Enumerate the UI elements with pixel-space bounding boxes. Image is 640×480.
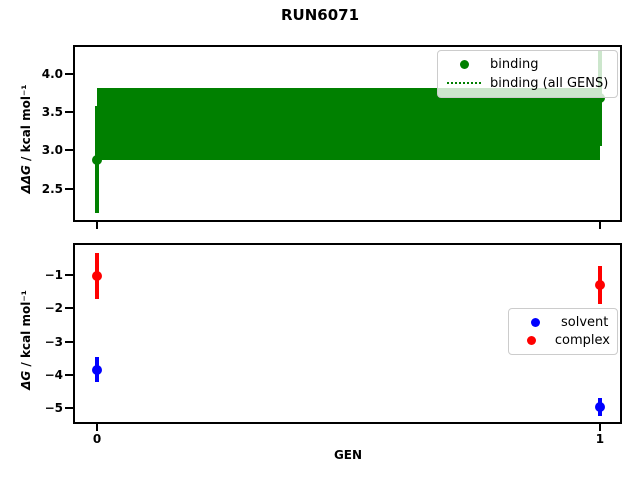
bottom-y-axis-label: ΔG / kcal mol⁻¹ <box>19 290 33 390</box>
legend-entry-binding: binding <box>445 57 610 72</box>
legend-solvent-complex: solvent complex <box>508 308 618 355</box>
top-ylabel-units: / kcal mol⁻¹ <box>19 84 33 166</box>
y-tick <box>65 406 73 409</box>
legend-handle <box>516 336 548 345</box>
y-tick-label: 4.0 <box>41 66 63 81</box>
x-tick <box>598 222 601 229</box>
y-tick <box>65 307 73 310</box>
y-tick <box>65 373 73 376</box>
y-tick <box>65 340 73 343</box>
legend-label-complex: complex <box>554 333 610 348</box>
top-y-axis-label: ΔΔG / kcal mol⁻¹ <box>19 84 33 193</box>
bottom-ylabel-symbol: ΔG <box>19 370 33 390</box>
binding-all-gens-error-band <box>97 88 600 161</box>
solvent-marker <box>594 401 605 412</box>
y-tick <box>65 111 73 113</box>
y-tick-label: −2 <box>44 301 63 316</box>
solvent-dot-icon <box>530 318 540 327</box>
legend-label-binding-all-gens: binding (all GENS) <box>490 75 609 91</box>
x-axis-label: GEN <box>333 448 363 462</box>
complex-dot-icon <box>527 336 537 345</box>
axes-top <box>73 45 622 222</box>
binding-marker <box>594 93 605 104</box>
dotted-line-icon <box>447 82 481 85</box>
y-tick-label: 3.5 <box>41 105 63 119</box>
complex-marker <box>92 270 103 281</box>
legend-entry-binding-all-gens: binding (all GENS) <box>445 76 610 91</box>
binding-dot-icon <box>459 60 469 70</box>
solvent-marker <box>92 364 103 375</box>
legend-handle <box>445 82 483 85</box>
y-tick-label: −4 <box>44 367 63 382</box>
legend-binding: binding binding (all GENS) <box>437 50 618 98</box>
y-tick-label: 2.5 <box>41 181 63 196</box>
complex-marker <box>594 280 605 291</box>
top-ylabel-symbol: ΔΔG <box>19 165 33 194</box>
y-tick-label: −3 <box>44 334 63 349</box>
figure-title: RUN6071 <box>280 6 360 24</box>
x-tick <box>96 424 99 431</box>
y-tick <box>65 274 73 277</box>
y-tick <box>65 72 73 75</box>
y-tick <box>65 187 73 190</box>
legend-handle <box>445 60 483 70</box>
y-tick-label: −5 <box>44 400 63 415</box>
y-tick-label: −1 <box>44 268 63 283</box>
x-tick-label: 0 <box>92 432 102 446</box>
bottom-ylabel-units: / kcal mol⁻¹ <box>19 290 33 371</box>
y-tick <box>65 149 73 152</box>
legend-label-solvent: solvent <box>561 315 609 330</box>
axes-bottom <box>73 243 622 424</box>
legend-entry-solvent: solvent <box>516 315 610 330</box>
legend-entry-complex: complex <box>516 333 610 348</box>
legend-label-binding: binding <box>490 57 539 73</box>
legend-handle <box>516 318 554 327</box>
y-tick-label: 3.0 <box>41 143 63 158</box>
x-tick <box>598 424 601 431</box>
x-tick-label: 1 <box>595 432 605 446</box>
x-tick <box>96 222 99 229</box>
